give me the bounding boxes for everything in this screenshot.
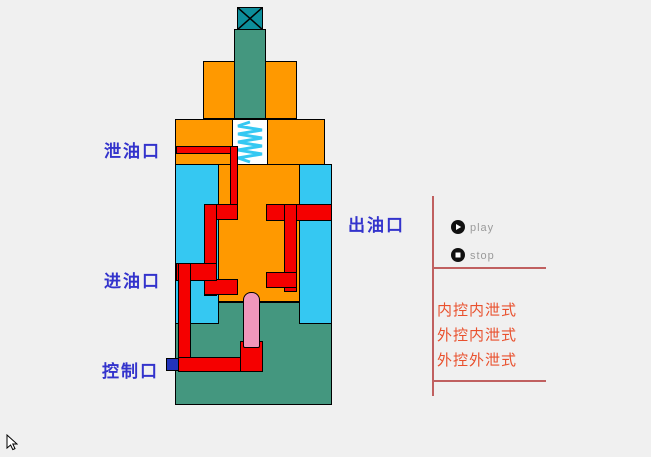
menu-item-internal-control-internal-drain[interactable]: 内控内泄式 (437, 303, 518, 319)
panel-lower-line (432, 380, 546, 382)
inlet-port-label: 进油口 (104, 272, 161, 291)
panel-vertical-line (432, 196, 434, 396)
outlet-passage (266, 204, 332, 221)
outlet-port-label: 出油口 (348, 216, 405, 235)
adjust-screw-icon (236, 6, 264, 31)
pilot-piston (243, 292, 260, 348)
right-oil-chamber (299, 164, 332, 324)
mouse-cursor-icon (6, 433, 19, 451)
play-button-label[interactable]: play (470, 222, 495, 234)
spool-left-lower-passage (204, 279, 238, 295)
menu-item-external-control-internal-drain[interactable]: 外控内泄式 (437, 328, 518, 344)
panel-upper-line (432, 267, 546, 269)
spool-right-bar (284, 204, 297, 292)
spool-right-lower-passage (266, 272, 297, 288)
control-pipe-vertical (178, 263, 191, 363)
drain-passage-horizontal (176, 146, 238, 154)
play-button[interactable] (451, 220, 465, 234)
control-port-label: 控制口 (102, 362, 159, 381)
control-port-marker (166, 358, 179, 371)
adjust-stem (234, 29, 266, 119)
stop-button-label[interactable]: stop (470, 250, 495, 262)
menu-item-external-control-external-drain[interactable]: 外控外泄式 (437, 353, 518, 369)
drain-port-label: 泄油口 (104, 142, 161, 161)
stop-button[interactable] (451, 248, 465, 262)
